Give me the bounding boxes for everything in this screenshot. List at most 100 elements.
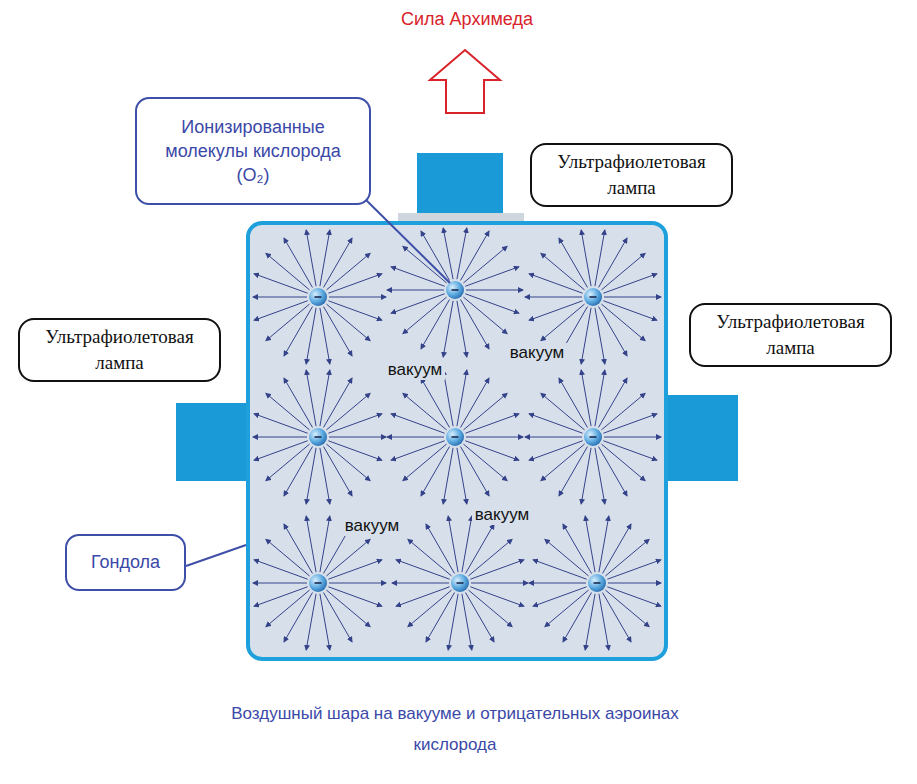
field-line	[284, 378, 313, 427]
field-line	[253, 437, 307, 438]
field-line	[306, 230, 316, 286]
field-line	[599, 594, 609, 650]
minus-sign	[315, 296, 322, 298]
vacuum-label: вакуум	[507, 343, 567, 363]
field-line	[254, 560, 308, 579]
ion-sphere	[309, 428, 327, 446]
field-line	[470, 587, 524, 606]
field-line	[465, 441, 519, 460]
field-line	[465, 414, 519, 433]
field-line	[320, 308, 330, 364]
field-line	[529, 583, 586, 584]
field-line	[329, 297, 386, 298]
field-line	[426, 524, 455, 573]
field-line	[603, 274, 657, 293]
field-line	[387, 437, 444, 438]
field-line	[529, 414, 583, 433]
field-line	[601, 393, 645, 430]
gondola-body	[248, 223, 666, 659]
field-line	[443, 228, 453, 279]
uv-lamp	[176, 403, 250, 481]
field-line	[443, 448, 453, 504]
field-line	[599, 447, 628, 496]
field-line	[466, 290, 523, 291]
force-arrow	[430, 50, 500, 113]
field-line	[396, 560, 450, 579]
field-line	[563, 524, 592, 573]
minus-sign	[452, 436, 459, 438]
ion-sphere	[309, 288, 327, 306]
field-line	[581, 448, 591, 504]
field-line	[328, 441, 382, 460]
field-line	[254, 587, 308, 606]
field-line	[466, 593, 495, 642]
field-line	[595, 370, 605, 426]
node-text: Ионизированные молекулы кислорода (O₂)	[151, 115, 355, 188]
field-line	[541, 304, 585, 341]
field-line	[254, 441, 308, 460]
field-line	[601, 253, 645, 290]
field-line	[525, 297, 582, 298]
field-line	[471, 583, 528, 584]
field-line	[320, 448, 330, 504]
field-line	[391, 441, 445, 460]
field-line	[324, 447, 353, 496]
field-line	[306, 448, 316, 504]
field-line	[581, 370, 591, 426]
diagram-caption: Воздушный шара на вакууме и отрицательны…	[220, 698, 690, 761]
minus-sign	[315, 436, 322, 438]
field-line	[457, 448, 467, 504]
field-line	[603, 301, 657, 320]
uv-lamp	[664, 395, 738, 481]
field-line	[525, 437, 582, 438]
field-line	[266, 444, 310, 481]
field-line	[403, 297, 447, 334]
leader-line	[186, 545, 246, 566]
field-line	[284, 524, 313, 573]
field-line	[461, 300, 490, 349]
vacuum-label: вакуум	[342, 516, 402, 536]
vacuum-label: вакуум	[472, 505, 532, 525]
field-line	[559, 378, 588, 427]
field-line	[603, 414, 657, 433]
field-line	[470, 560, 524, 579]
field-line	[326, 253, 370, 290]
field-line	[457, 301, 467, 357]
vacuum-label: вакуум	[385, 360, 445, 380]
field-line	[529, 441, 583, 460]
field-line	[448, 594, 458, 650]
field-line	[328, 560, 382, 579]
field-line	[254, 414, 308, 433]
field-line	[462, 594, 472, 650]
lamp-label: Ультрафиолетовая лампа	[18, 318, 221, 382]
field-line	[581, 230, 591, 286]
field-line	[595, 230, 605, 286]
field-line	[545, 590, 589, 627]
field-line	[466, 437, 523, 438]
field-line	[599, 516, 609, 572]
node-text: Ультрафиолетовая лампа	[713, 309, 868, 360]
field-line	[585, 516, 595, 572]
field-line	[604, 437, 661, 438]
field-line	[266, 304, 310, 341]
minus-sign	[315, 582, 322, 584]
field-line	[603, 441, 657, 460]
field-line	[604, 297, 661, 298]
minus-sign	[594, 582, 601, 584]
diagram-title: Сила Архимеда	[401, 9, 533, 30]
field-line	[559, 238, 588, 287]
minus-sign	[590, 296, 597, 298]
field-line	[320, 516, 330, 572]
ion-sphere	[584, 428, 602, 446]
field-line	[306, 516, 316, 572]
leader-line	[362, 196, 450, 283]
callout-box: Гондола	[65, 534, 186, 591]
field-line	[284, 238, 313, 287]
node-text: Ультрафиолетовая лампа	[42, 324, 197, 375]
ion-sphere	[451, 574, 469, 592]
field-line	[599, 307, 628, 356]
field-line	[595, 308, 605, 364]
field-line	[403, 444, 447, 481]
field-line	[603, 593, 632, 642]
field-line	[320, 370, 330, 426]
